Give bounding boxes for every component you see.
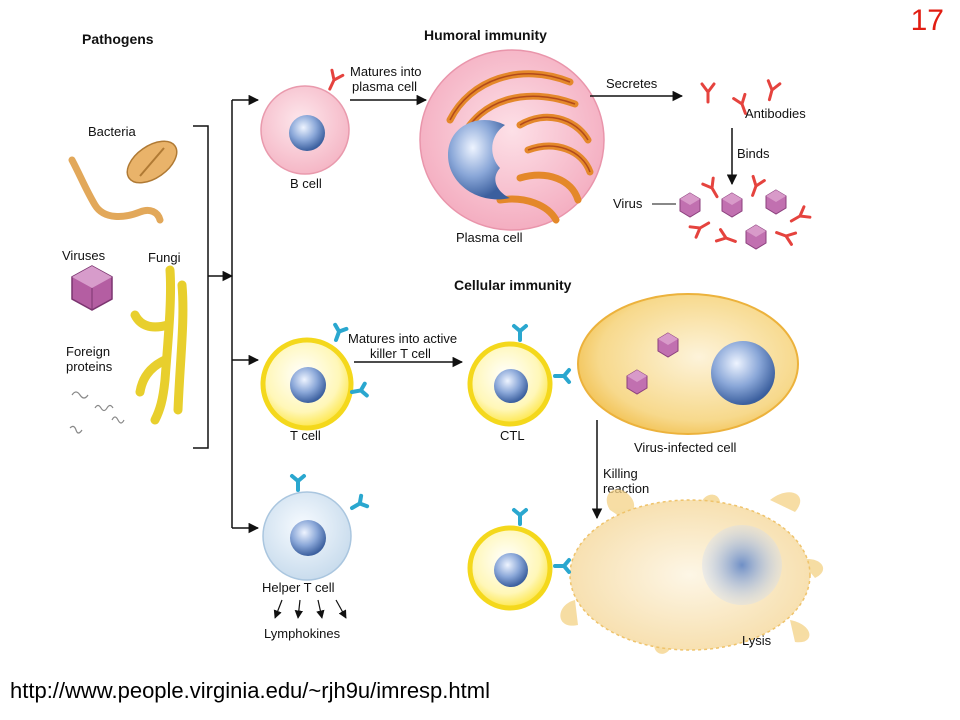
lysing-cell — [560, 489, 824, 654]
cellular-immunity-header: Cellular immunity — [454, 277, 572, 293]
plasma-cell-label: Plasma cell — [456, 230, 523, 245]
ctl-cell — [467, 324, 571, 427]
plasma-cell — [419, 49, 605, 231]
t-cell-label: T cell — [290, 428, 321, 443]
humoral-immunity-header: Humoral immunity — [424, 27, 547, 43]
slide-number: 17 — [910, 4, 944, 37]
binds-label: Binds — [737, 146, 770, 161]
helper-t-cell-label: Helper T cell — [262, 580, 335, 595]
pathogens-header: Pathogens — [82, 31, 154, 47]
fungi-label: Fungi — [148, 250, 181, 265]
lysis-label: Lysis — [742, 633, 772, 648]
b-cell — [260, 68, 350, 175]
virus-infected-cell-label: Virus-infected cell — [634, 440, 736, 455]
matures-killer-label-2: killer T cell — [370, 346, 431, 361]
pathogen-bracket — [193, 125, 232, 449]
virus-pathogen-icon — [71, 265, 113, 311]
antibodies-label: Antibodies — [745, 106, 806, 121]
virus-label: Virus — [613, 196, 643, 211]
helper-t-cell — [262, 474, 370, 581]
secretes-label: Secretes — [606, 76, 658, 91]
fungi-icon — [130, 265, 188, 425]
viruses-label: Viruses — [62, 248, 106, 263]
bacteria-label: Bacteria — [88, 124, 136, 139]
killing-reaction-label-1: Killing — [603, 466, 638, 481]
bacteria-dividing-icon — [126, 140, 178, 184]
virus-antibody-cluster — [679, 174, 812, 250]
matures-plasma-label-2: plasma cell — [352, 79, 417, 94]
t-cell — [260, 322, 369, 431]
protein-icons — [69, 391, 125, 434]
matures-killer-label-1: Matures into active — [348, 331, 457, 346]
immune-response-diagram: Pathogens Bacteria Viruses Fungi Foreign… — [62, 27, 824, 654]
lymphokines-label: Lymphokines — [264, 626, 341, 641]
source-url: http://www.people.virginia.edu/~rjh9u/im… — [10, 678, 490, 703]
virus-infected-cell — [577, 293, 799, 435]
foreign-proteins-label-1: Foreign — [66, 344, 110, 359]
ctl-lysis-cell — [467, 508, 571, 611]
foreign-proteins-label-2: proteins — [66, 359, 113, 374]
matures-plasma-label-1: Matures into — [350, 64, 422, 79]
b-cell-label: B cell — [290, 176, 322, 191]
ctl-label: CTL — [500, 428, 525, 443]
bacteria-icon — [68, 156, 164, 224]
lymphokine-arrows — [273, 599, 347, 619]
